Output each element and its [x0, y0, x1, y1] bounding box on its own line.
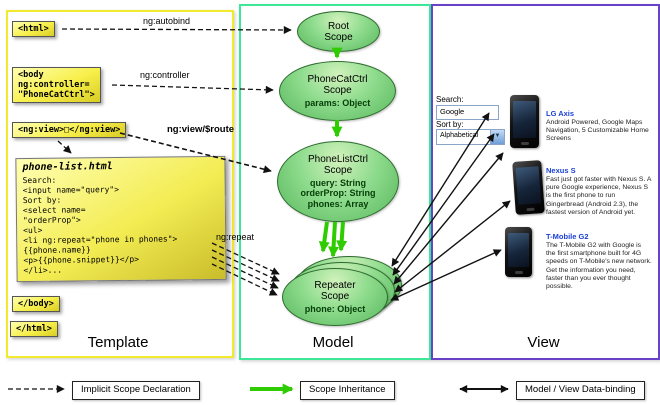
ng-view-route-label: ng:view/$route [167, 124, 235, 135]
phone-screen [515, 166, 542, 205]
sort-by-label: Sort by: [436, 120, 464, 129]
dropdown-arrow-icon: ▼ [490, 130, 504, 144]
phone-link[interactable]: T-Mobile G2 [546, 232, 589, 241]
phone-image-tmobile-g2 [505, 227, 532, 277]
scope-title: Repeater [314, 279, 356, 291]
phone-home-button [520, 142, 529, 145]
scope-title: Root [327, 20, 350, 32]
root-scope-ellipse: Root Scope [297, 11, 380, 52]
scope-title: Scope [323, 84, 352, 96]
phone-list-note: phone-list.html Search: <input name="que… [15, 155, 227, 283]
legend-data-binding: Model / View Data-binding [516, 381, 645, 400]
phone-image-nexus-s [512, 160, 545, 215]
view-column-label: View [527, 334, 560, 351]
search-input-value: Google [440, 107, 465, 116]
search-input[interactable]: Google [436, 105, 499, 120]
ng-repeat-label: ng:repeat [216, 232, 255, 242]
note-code-line: </li>... [23, 265, 63, 276]
scope-title: PhoneListCtrl [307, 153, 369, 165]
body-close-tag: </body> [12, 296, 60, 312]
html-open-tag: <html> [12, 21, 55, 37]
note-title: phone-list.html [22, 161, 113, 174]
repeater-scope-ellipse: Repeater Scope phone: Object [282, 268, 388, 326]
scope-title: PhoneCatCtrl [307, 73, 368, 85]
phone-link[interactable]: LG Axis [546, 109, 575, 118]
legend-scope-inheritance: Scope Inheritance [300, 381, 395, 400]
template-column-label: Template [87, 334, 149, 351]
scope-title: Scope [323, 164, 353, 176]
sort-select-value: Alphabetical [440, 132, 479, 139]
html-close-tag: </html> [10, 321, 58, 337]
phone-link[interactable]: Nexus S [546, 166, 576, 175]
model-column-label: Model [312, 334, 354, 351]
phone-description: Fast just got faster with Nexus S. A pur… [546, 176, 652, 216]
search-label: Search: [436, 95, 464, 104]
ng-view-tag: <ng:view>□</ng:view> [12, 122, 127, 138]
ng-controller-label: ng:controller [140, 70, 190, 80]
scope-property: phone: Object [304, 303, 366, 314]
ng-autobind-label: ng:autobind [143, 16, 191, 26]
phone-home-button [514, 271, 523, 274]
scope-title: Scope [324, 31, 353, 43]
scope-property: params: Object [304, 97, 371, 108]
phone-description: Android Powered, Google Maps Navigation,… [546, 119, 649, 143]
scope-property: phones: Array [307, 198, 369, 209]
phone-home-button [525, 207, 535, 212]
phone-image-lg-axis [510, 95, 539, 148]
sort-select[interactable]: Alphabetical ▼ [436, 129, 505, 145]
legend-implicit-scope: Implicit Scope Declaration [72, 381, 200, 400]
body-open-tag: <body ng:controller= "PhoneCatCtrl"> [12, 67, 101, 103]
phone-screen [508, 233, 529, 267]
scope-property: orderProp: String [300, 188, 376, 199]
phonecatctrl-scope-ellipse: PhoneCatCtrl Scope params: Object [279, 61, 396, 121]
phonelistctrl-scope-ellipse: PhoneListCtrl Scope query: String orderP… [277, 141, 399, 222]
phone-description: The T-Mobile G2 with Google is the first… [546, 242, 652, 291]
scope-title: Scope [320, 290, 350, 302]
scope-property: query: String [309, 177, 366, 188]
phone-screen [513, 101, 536, 138]
